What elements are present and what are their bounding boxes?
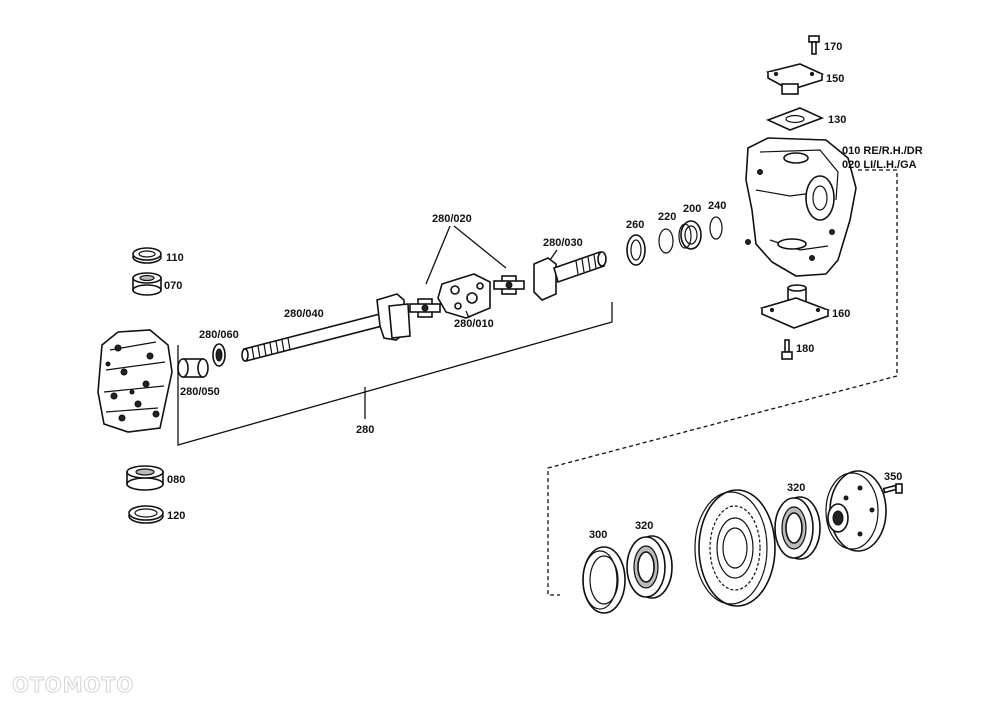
label-350: 350 xyxy=(884,471,902,483)
shim-130 xyxy=(765,107,825,131)
leader-lines xyxy=(177,169,898,596)
label-320-left: 320 xyxy=(635,520,653,532)
seal-300 xyxy=(582,546,626,614)
cross-280-020-right xyxy=(493,275,525,295)
label-280-030: 280/030 xyxy=(543,237,583,249)
hub-carrier xyxy=(825,470,887,552)
stub-shaft-280-030 xyxy=(533,250,607,301)
label-280-060: 280/060 xyxy=(199,329,239,341)
cross-280-020-left xyxy=(409,298,441,318)
label-020: 020 LI/L.H./GA xyxy=(842,159,917,171)
seal-110 xyxy=(132,247,162,264)
bushing-280-050 xyxy=(177,358,209,378)
cap-160 xyxy=(759,284,831,329)
label-280: 280 xyxy=(356,424,374,436)
label-280-050: 280/050 xyxy=(180,386,220,398)
label-280-040: 280/040 xyxy=(284,308,324,320)
label-200: 200 xyxy=(683,203,701,215)
ring-260 xyxy=(626,234,646,266)
shaft-280-040 xyxy=(241,293,411,362)
bolt-350 xyxy=(882,483,903,494)
label-150: 150 xyxy=(826,73,844,85)
bearing-320-right xyxy=(774,496,821,560)
bearing-080 xyxy=(126,465,164,491)
seal-200 xyxy=(678,220,702,250)
center-yoke-280-010 xyxy=(437,273,491,319)
watermark: OTOMOTO xyxy=(12,673,134,697)
label-220: 220 xyxy=(658,211,676,223)
bearing-070 xyxy=(132,272,162,296)
bolt-180 xyxy=(781,339,793,360)
label-180: 180 xyxy=(796,343,814,355)
label-280-020: 280/020 xyxy=(432,213,472,225)
bolt-170 xyxy=(808,35,820,55)
label-260: 260 xyxy=(626,219,644,231)
label-070: 070 xyxy=(164,280,182,292)
axle-housing xyxy=(97,329,173,433)
label-160: 160 xyxy=(832,308,850,320)
cap-150 xyxy=(765,63,825,95)
bearing-320-left xyxy=(626,535,673,599)
wheel-hub xyxy=(694,489,776,607)
label-280-010: 280/010 xyxy=(454,318,494,330)
ring-220 xyxy=(658,228,674,254)
label-300: 300 xyxy=(589,529,607,541)
washer-280-060 xyxy=(212,343,226,367)
label-080: 080 xyxy=(167,474,185,486)
label-320-right: 320 xyxy=(787,482,805,494)
steering-knuckle xyxy=(745,137,857,277)
label-120: 120 xyxy=(167,510,185,522)
ring-240 xyxy=(709,216,723,240)
label-010: 010 RE/R.H./DR xyxy=(842,145,923,157)
label-130: 130 xyxy=(828,114,846,126)
label-170: 170 xyxy=(824,41,842,53)
label-110: 110 xyxy=(166,252,184,264)
label-240: 240 xyxy=(708,200,726,212)
part-labels: 170 150 130 010 RE/R.H./DR 020 LI/L.H./G… xyxy=(164,41,923,541)
seal-120 xyxy=(128,505,164,524)
